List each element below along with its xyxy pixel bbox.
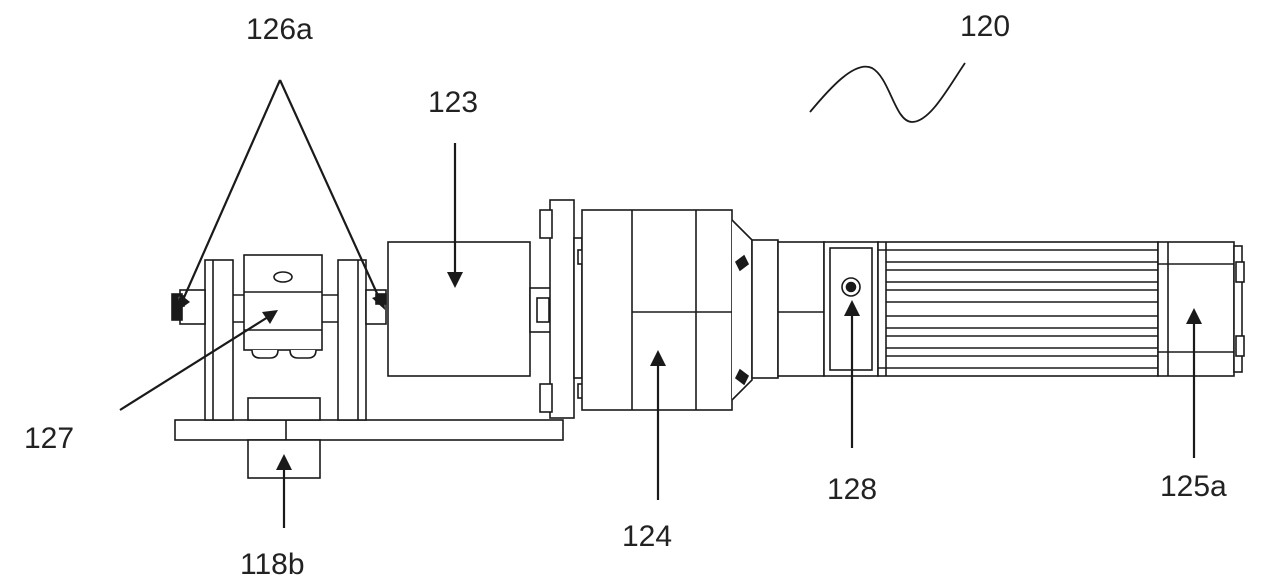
right-upright [337, 259, 387, 421]
leader-126a-right [278, 79, 382, 301]
arrowhead-128 [844, 300, 860, 316]
arrowhead-125a [1186, 308, 1202, 324]
leader-lines [119, 79, 1202, 528]
arrowhead-118b [276, 454, 292, 470]
gearbox [581, 209, 753, 411]
assembly-squiggle [809, 62, 966, 123]
housing-box [387, 241, 531, 377]
screw-block [823, 241, 879, 377]
label-123: 123 [428, 86, 479, 119]
neck [751, 239, 825, 379]
label-118b: 118b [240, 548, 305, 581]
label-126a: 126a [246, 13, 313, 46]
arrowhead-123 [447, 272, 463, 288]
base-plate [174, 419, 564, 441]
arrowhead-126a-left [176, 294, 190, 312]
arrowhead-127 [262, 310, 278, 324]
label-128: 128 [827, 473, 878, 506]
label-124: 124 [622, 520, 673, 553]
left-upright [171, 259, 234, 421]
arrowhead-126a-right [372, 294, 385, 310]
leader-127 [119, 316, 269, 411]
label-127: 127 [24, 422, 75, 455]
label-120: 120 [960, 10, 1011, 43]
clamp-block [243, 254, 323, 359]
coupling [529, 287, 553, 333]
label-125a: 125a [1160, 470, 1227, 503]
arrowhead-124 [650, 350, 666, 366]
leader-126a-left [180, 79, 282, 303]
motor-body [877, 241, 1245, 377]
